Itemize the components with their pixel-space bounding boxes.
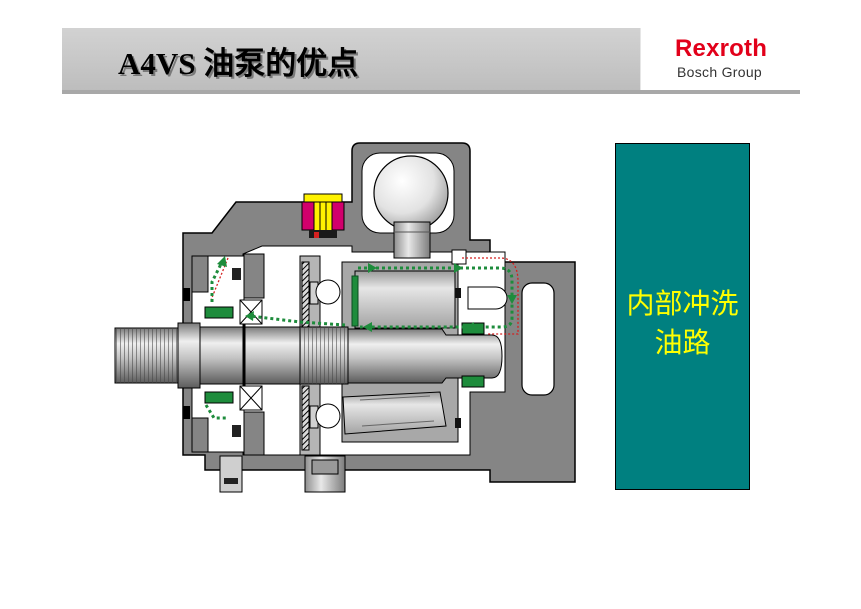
valve-base (309, 230, 337, 238)
valve-base-accent (314, 232, 319, 238)
logo-box: Rexroth Bosch Group (641, 28, 800, 90)
drain-slot (521, 282, 555, 396)
flushing-boundary-front (210, 257, 229, 301)
shaft-spline-mid-teeth (300, 327, 348, 384)
piston-seal-green (351, 275, 359, 327)
piston-lower (342, 391, 447, 435)
front-bearing-lower-roller (239, 385, 263, 411)
bottom-port-small-plug (224, 478, 238, 484)
flush-passage (467, 286, 508, 310)
valve-plate-pin-lower (455, 418, 461, 428)
piston-lower-line (359, 395, 431, 401)
control-ball (373, 155, 449, 231)
header-rule (62, 90, 800, 94)
valve-spool-lines (319, 202, 327, 232)
pump-cross-section-diagram (114, 142, 576, 493)
front-cover-wall-lower (191, 417, 209, 453)
valve-cap (303, 193, 343, 203)
piston-upper (354, 270, 456, 329)
slipper-head-lower (315, 403, 341, 429)
valve-body-right (331, 201, 345, 231)
shaft-rear (347, 328, 503, 384)
rear-bearing-lower (461, 375, 485, 388)
flow-arrow-up-icon (217, 256, 227, 267)
callout-line-2: 油路 (654, 325, 711, 359)
control-stem (393, 221, 431, 259)
bearing-seat-upper (243, 253, 265, 299)
shaft-spline-teeth (115, 328, 178, 383)
piston-lower-line (361, 420, 435, 427)
flushing-callout-box: 内部冲洗 油路 (615, 143, 750, 490)
retainer-lower (232, 425, 241, 437)
flushing-path-front-lower (204, 404, 228, 420)
front-groove-lower (183, 406, 190, 419)
logo-brand: Rexroth (675, 35, 768, 62)
front-bearing-upper-roller (239, 299, 263, 325)
front-cover-wall-upper (191, 255, 209, 293)
front-groove-upper (183, 288, 190, 301)
flow-arrow-down-icon (507, 295, 517, 304)
shaft-main (199, 326, 301, 385)
slipper-head-upper (315, 279, 341, 305)
retainer-upper (232, 268, 241, 280)
shaft-seal-upper (204, 306, 234, 319)
valve-plate-pin-upper (455, 288, 461, 298)
flow-arrow-right-icon (368, 263, 377, 273)
slide-title: A4VS 油泵的优点 (118, 46, 359, 81)
flow-arrow-left-icon (363, 322, 372, 332)
logo-group: Bosch Group (677, 64, 763, 80)
callout-line-1: 内部冲洗 (626, 286, 739, 320)
bottom-port-small (219, 455, 243, 493)
shaft-seal-lower (204, 391, 234, 404)
swashplate-hatch-lower (301, 385, 310, 451)
flow-arrow-left-icon (465, 322, 474, 332)
header-band: A4VS 油泵的优点 (62, 28, 641, 90)
bearing-seat-lower (243, 411, 265, 456)
flushing-path-front (210, 261, 224, 302)
bottom-port-main-bore (311, 459, 339, 475)
flow-arrow-left-icon (245, 311, 254, 321)
flow-arrow-right-icon (454, 263, 463, 273)
shaft-collar (177, 322, 201, 389)
valve-body-left (301, 201, 315, 231)
port-bracket (451, 249, 467, 265)
valve-spool (313, 201, 333, 233)
flushing-path-shaft (249, 314, 346, 327)
